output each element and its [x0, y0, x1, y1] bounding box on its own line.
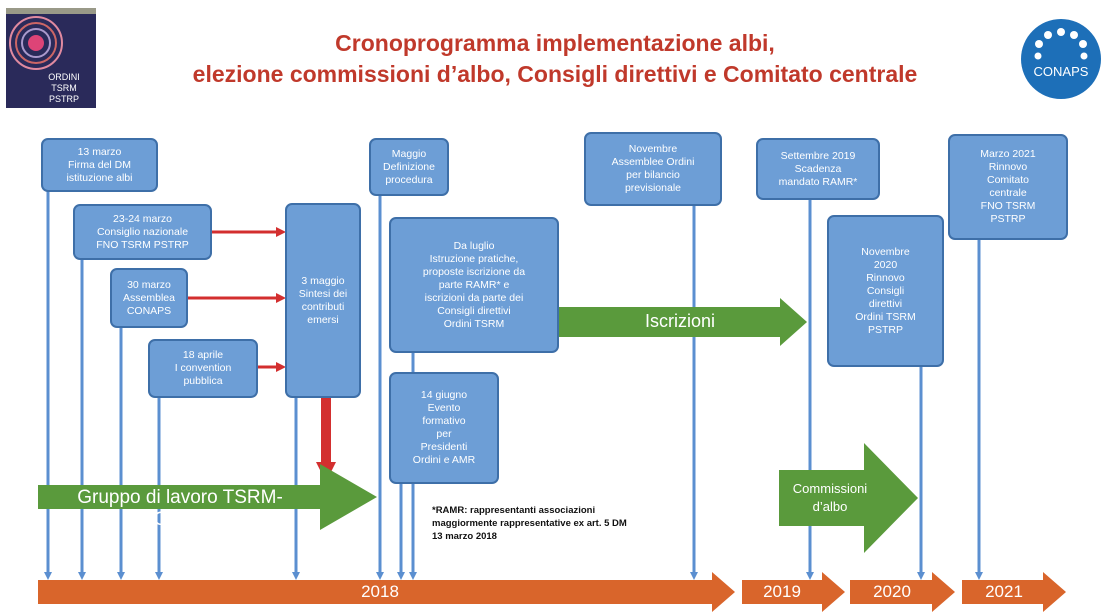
green-arrow-commissioni — [779, 443, 918, 553]
timeline-arrow-2019 — [742, 572, 845, 612]
box-novembre-2020: Novembre 2020 Rinnovo Consigli direttivi… — [827, 215, 944, 367]
label-commissioni: Commissioni d’albo — [792, 481, 868, 514]
box-consiglio-nazionale: 23-24 marzo Consiglio nazionale FNO TSRM… — [73, 204, 212, 260]
box-firma-dm: 13 marzo Firma del DM istituzione albi — [41, 138, 158, 192]
box-marzo-2021: Marzo 2021 Rinnovo Comitato centrale FNO… — [948, 134, 1068, 240]
ordini-tsrm-logo: ORDINI TSRM PSTRP — [6, 8, 96, 108]
box-giugno: 14 giugno Evento formativo per President… — [389, 372, 499, 484]
conaps-logo: CONAPS — [1021, 19, 1101, 99]
timeline-arrow-2020 — [850, 572, 955, 612]
timeline-arrow-2018 — [38, 572, 735, 612]
red-arrow-down-shaft — [321, 398, 331, 464]
label-gruppo: Gruppo di lavoro TSRM-CONAPS — [77, 487, 283, 530]
timeline-arrow-2021 — [962, 572, 1066, 612]
conaps-logo-text: CONAPS — [1034, 64, 1089, 79]
box-maggio: Maggio Definizione procedura — [369, 138, 449, 196]
logo-line-2: TSRM — [51, 83, 77, 93]
green-arrow-gruppo — [38, 464, 377, 530]
logo-line-1: ORDINI — [48, 72, 80, 82]
page-title: Cronoprogramma implementazione albi, ele… — [150, 28, 960, 90]
title-line-1: Cronoprogramma implementazione albi, — [335, 30, 775, 56]
box-novembre: Novembre Assemblee Ordini per bilancio p… — [584, 132, 722, 206]
ramr-footnote: *RAMR: rappresentanti associazioni maggi… — [432, 505, 627, 542]
box-sintesi: 3 maggio Sintesi dei contributi emersi — [285, 203, 361, 398]
year-2021: 2021 — [985, 582, 1023, 601]
green-arrow-iscrizioni — [558, 298, 807, 346]
year-2018: 2018 — [361, 582, 399, 601]
label-iscrizioni: Iscrizioni — [644, 311, 715, 331]
title-line-2: elezione commissioni d’albo, Consigli di… — [192, 61, 918, 87]
box-convention: 18 aprile I convention pubblica — [148, 339, 258, 398]
year-2020: 2020 — [873, 582, 911, 601]
box-luglio: Da luglio Istruzione pratiche, proposte … — [389, 217, 559, 353]
box-settembre: Settembre 2019 Scadenza mandato RAMR* — [756, 138, 880, 200]
year-2019: 2019 — [763, 582, 801, 601]
logo-line-3: PSTRP — [49, 94, 79, 104]
box-assemblea-conaps: 30 marzo Assemblea CONAPS — [110, 268, 188, 328]
